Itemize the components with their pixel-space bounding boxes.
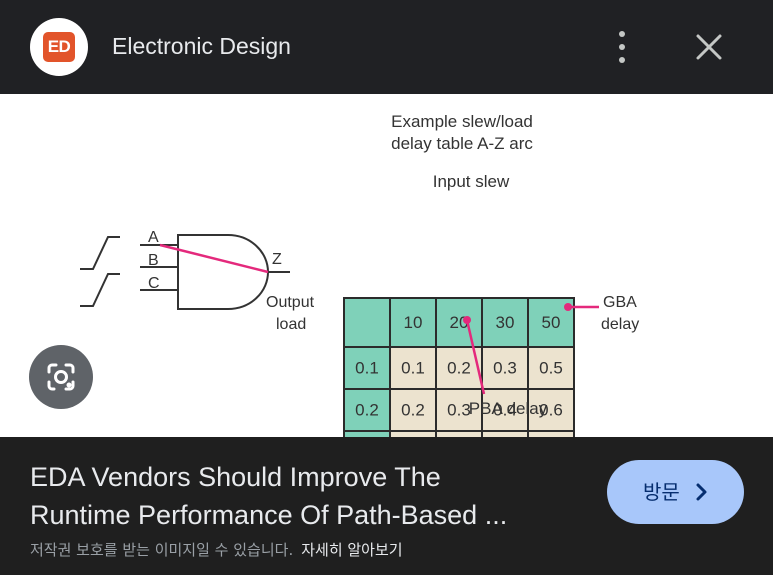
gba-label-2: delay: [601, 316, 639, 333]
table-cell-value: 0.2: [447, 358, 471, 377]
table-cell: [527, 346, 575, 390]
learn-more-link[interactable]: 자세히 알아보기: [301, 541, 403, 559]
more-options-button[interactable]: [604, 24, 640, 70]
column-header-label: 30: [496, 313, 515, 332]
visit-button[interactable]: 방문: [607, 460, 744, 524]
pin-label-a: A: [148, 229, 159, 246]
output-load-label-2: load: [276, 316, 306, 333]
table-header-cell: [343, 346, 391, 390]
google-lens-icon: [47, 363, 75, 391]
table-cell: [481, 388, 529, 432]
table-header-cell: [343, 430, 391, 437]
table-header-cell: [343, 297, 391, 348]
and-gate: [177, 234, 269, 310]
input-slew-label: Input slew: [433, 172, 510, 191]
site-logo[interactable]: ED: [30, 18, 88, 76]
pin-label-z: Z: [272, 251, 282, 268]
table-header-cell: [343, 388, 391, 432]
input-waveform-1: [80, 236, 120, 270]
pin-label-b: B: [148, 252, 159, 269]
table-cell: [527, 430, 575, 437]
figure-title-line2: delay table A-Z arc: [391, 134, 533, 153]
pba-marker: [463, 316, 471, 324]
preview-image[interactable]: A B C Z Output load Example slew/load de…: [0, 94, 773, 437]
delay-table-figure: A B C Z Output load Example slew/load de…: [80, 112, 639, 437]
pba-label: PBA delay: [469, 399, 548, 418]
column-header-label: 50: [542, 313, 561, 332]
table-cell: [435, 388, 483, 432]
input-waveform-2: [80, 273, 120, 307]
table-cell: [389, 388, 437, 432]
copyright-notice: 저작권 보호를 받는 이미지일 수 있습니다. 자세히 알아보기: [30, 538, 403, 562]
figure-title-line1: Example slew/load: [391, 112, 533, 131]
table-header-cell: [435, 297, 483, 348]
close-button[interactable]: [686, 24, 732, 70]
visit-button-label: 방문: [643, 480, 680, 504]
table-cell-value: 0.2: [401, 400, 425, 419]
column-header-label: 10: [404, 313, 423, 332]
chevron-right-icon: [696, 483, 707, 501]
more-vert-icon: [619, 31, 625, 37]
copyright-text: 저작권 보호를 받는 이미지일 수 있습니다.: [30, 541, 294, 559]
table-cell: [389, 430, 437, 437]
delay-table: 102030500.10.10.20.30.50.20.20.30.40.60.…: [343, 297, 575, 437]
close-icon: [696, 34, 722, 60]
top-bar: ED Electronic Design: [0, 0, 773, 94]
table-cell-value: 0.3: [447, 400, 471, 419]
output-load-label-1: Output: [266, 294, 315, 311]
table-cell-value: 0.5: [539, 358, 563, 377]
row-header-label: 0.2: [355, 400, 379, 419]
more-vert-icon-dot: [619, 44, 625, 50]
a-z-arc: [159, 243, 269, 274]
table-cell: [481, 430, 529, 437]
table-cell-value: 0.4: [493, 400, 517, 419]
gba-marker: [564, 303, 572, 311]
table-cell-value: 0.6: [539, 400, 563, 419]
result-title[interactable]: EDA Vendors Should Improve The Runtime P…: [30, 458, 590, 534]
table-cell: [435, 430, 483, 437]
result-title-line2: Runtime Performance Of Path-Based ...: [30, 500, 508, 530]
site-name[interactable]: Electronic Design: [112, 33, 291, 59]
table-cell: [527, 388, 575, 432]
result-title-line1: EDA Vendors Should Improve The: [30, 462, 441, 492]
row-header-label: 0.1: [355, 358, 379, 377]
site-logo-mark: ED: [43, 32, 75, 62]
pin-label-c: C: [148, 275, 160, 292]
table-cell-value: 0.1: [401, 358, 425, 377]
gba-label-1: GBA: [603, 294, 637, 311]
table-cell-value: 0.3: [493, 358, 517, 377]
pba-pointer: [465, 319, 486, 395]
more-vert-icon-dot: [619, 57, 625, 63]
google-lens-button[interactable]: [29, 345, 93, 409]
